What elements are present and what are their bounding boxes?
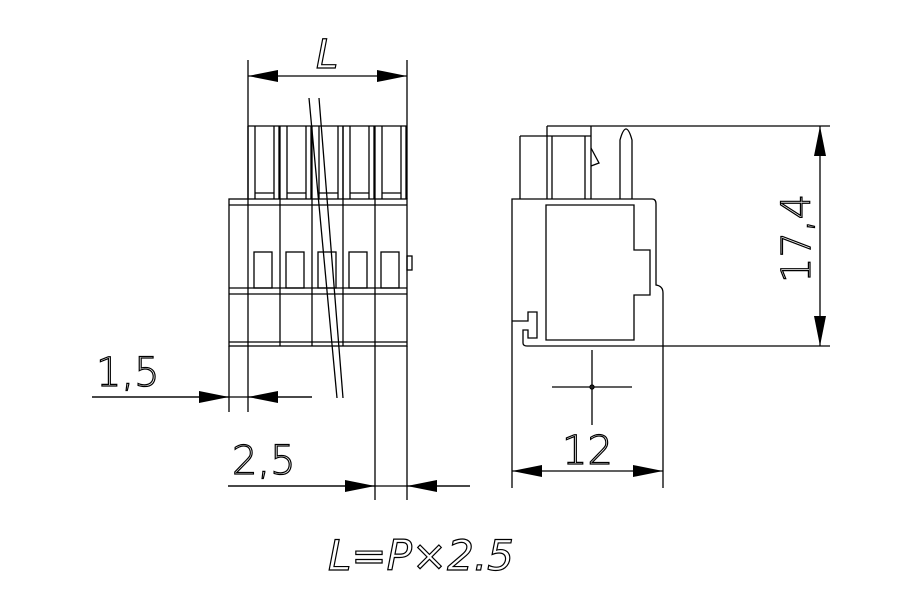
pin-slot — [247, 126, 280, 199]
height-label: 17,4 — [774, 194, 820, 283]
contact-window — [348, 251, 368, 289]
dimension-length: L — [247, 31, 408, 126]
pin-slot — [311, 126, 344, 199]
contact-window — [380, 251, 400, 289]
width-label: 12 — [562, 428, 613, 474]
dimension-pitch: 2,5 — [228, 346, 470, 500]
formula-label: L=P×2.5 — [328, 531, 514, 580]
contact-window — [253, 251, 273, 289]
pin-slot — [342, 126, 375, 199]
pitch-label: 2,5 — [232, 438, 296, 484]
contact-window — [285, 251, 305, 289]
length-label: L — [316, 32, 338, 78]
wire — [308, 97, 344, 399]
pin-slot — [279, 126, 312, 199]
side-view — [511, 125, 830, 488]
pin-slot — [374, 126, 407, 199]
dimension-height: 17,4 — [773, 126, 826, 346]
front-view — [228, 97, 413, 399]
dimension-offset: 1,5 — [92, 346, 312, 412]
dimension-width: 12 — [512, 427, 663, 477]
offset-label: 1,5 — [96, 350, 160, 396]
